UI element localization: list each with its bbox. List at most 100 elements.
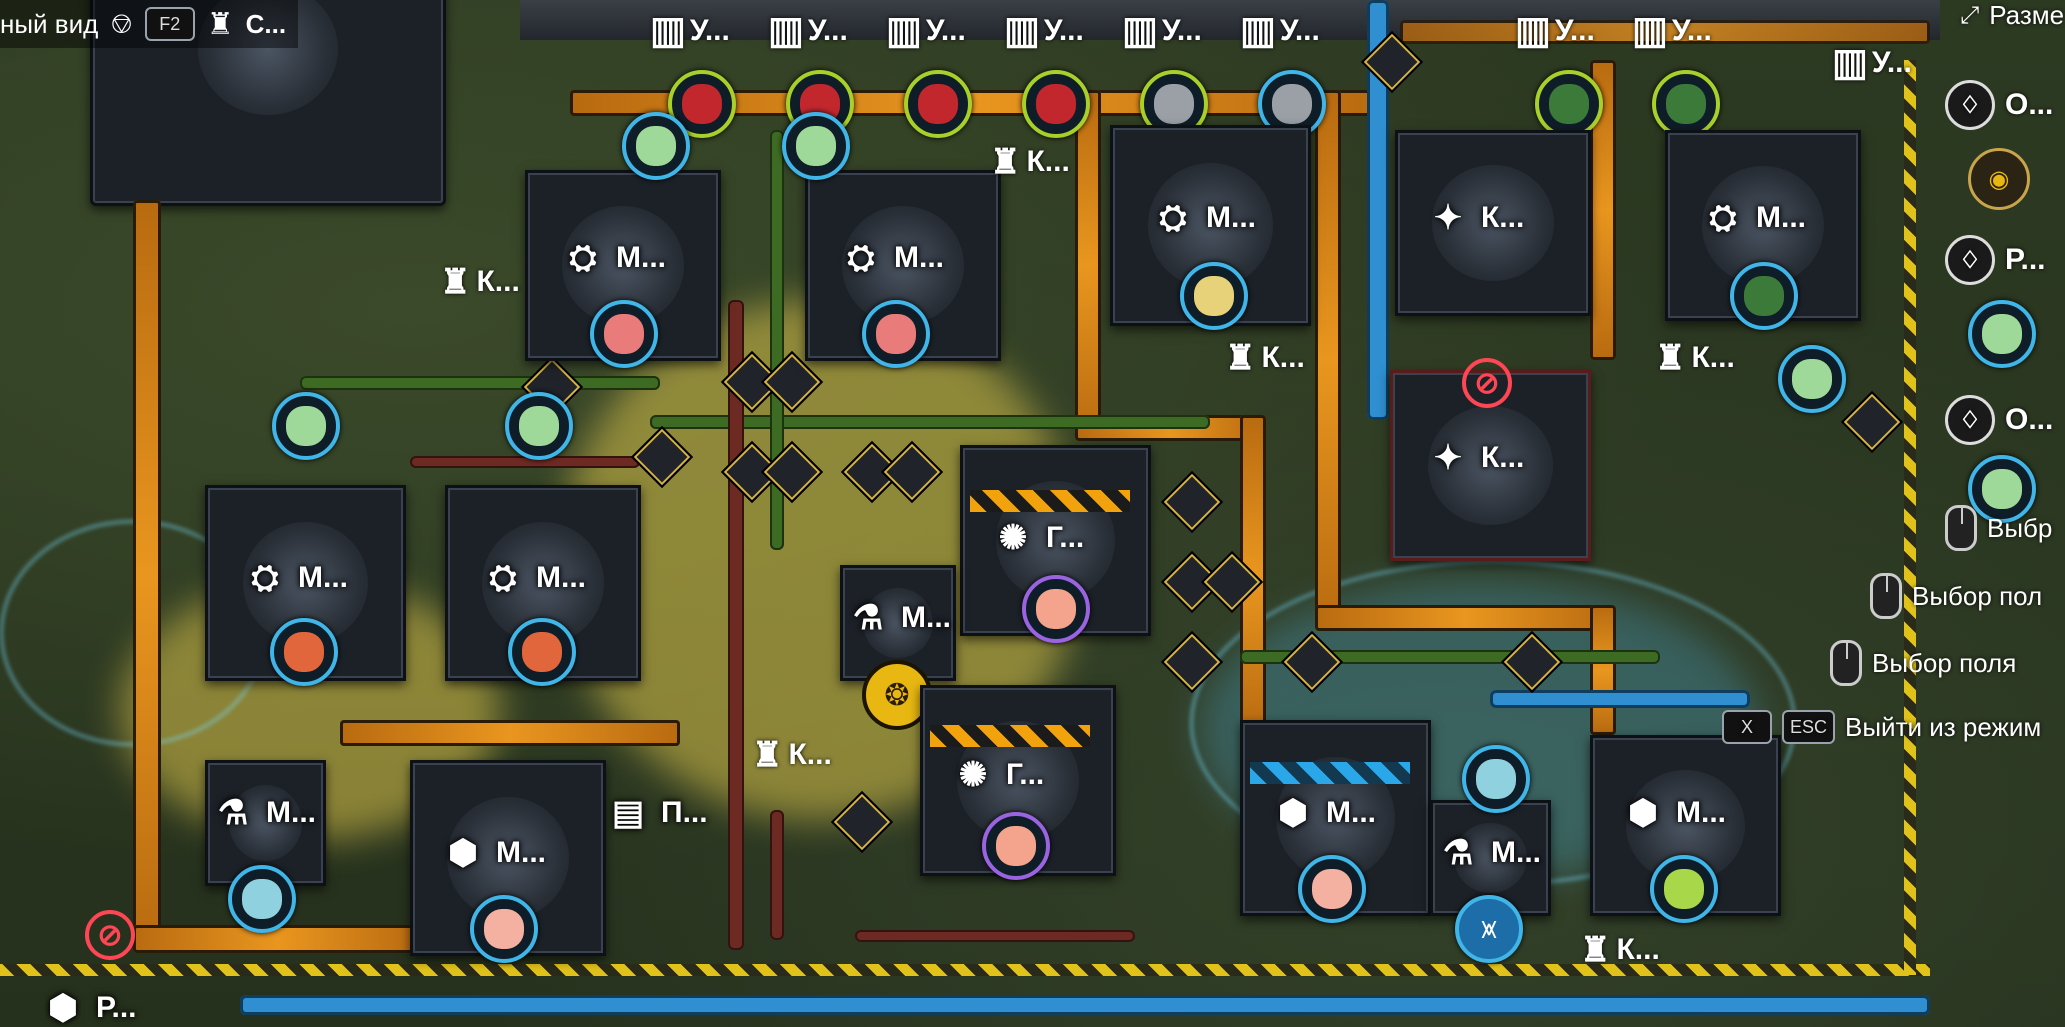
power-pole[interactable]: ♜К... xyxy=(1655,339,1735,377)
resource-slot[interactable] xyxy=(1535,70,1603,138)
power-pole[interactable]: ♜К... xyxy=(1580,931,1660,969)
fluid-pipe[interactable] xyxy=(770,130,784,550)
hint-exit: X ESC Выйти из режим xyxy=(1722,710,2041,744)
unloader[interactable]: ▥У... xyxy=(1240,10,1320,52)
conveyor-belt[interactable] xyxy=(1400,20,1930,44)
mouse-icon xyxy=(1830,640,1862,686)
power-pole[interactable]: ♜К... xyxy=(752,736,832,774)
grinder-icon: ✺ xyxy=(998,519,1028,557)
refinery-machine[interactable] xyxy=(205,485,406,681)
machine-label: ⛭М... xyxy=(1700,195,1806,241)
forbidden-icon[interactable]: ⊘ xyxy=(1462,358,1512,408)
fluid-pipe[interactable] xyxy=(650,415,1210,429)
hazard-stripe xyxy=(930,725,1090,747)
output-slot[interactable] xyxy=(1650,855,1718,923)
shredder-icon: ⬢ xyxy=(1628,794,1658,832)
fluid-pipe[interactable] xyxy=(770,810,784,940)
green-ore-icon xyxy=(519,406,559,446)
fluid-pipe[interactable] xyxy=(240,995,1930,1015)
shredder-icon: ⬢ xyxy=(1278,794,1308,832)
power-pole[interactable]: ♜К... xyxy=(1225,339,1305,377)
unloader[interactable]: ▥У... xyxy=(1832,42,1912,84)
resource-slot[interactable] xyxy=(1968,455,2036,523)
status-badge[interactable]: ⩙ xyxy=(1455,895,1523,963)
conveyor-belt[interactable] xyxy=(133,925,423,953)
output-slot[interactable] xyxy=(1730,262,1798,330)
fluid-pipe[interactable] xyxy=(1490,690,1750,708)
fuel-icon[interactable]: ◉ xyxy=(1968,148,2030,210)
grinder-icon: ✺ xyxy=(958,756,988,794)
hazard-stripe xyxy=(1250,762,1410,784)
view-mode-bar: ный вид ⎊ F2 ♜ С... xyxy=(0,0,299,48)
output-slot[interactable] xyxy=(1180,262,1248,330)
crafter-machine[interactable] xyxy=(1395,130,1591,316)
output-slot[interactable] xyxy=(228,865,296,933)
unloader[interactable]: ▥У... xyxy=(1122,10,1202,52)
unloader[interactable]: ▥У... xyxy=(768,10,848,52)
fluid-pipe[interactable] xyxy=(410,456,640,468)
machine-label: ⬢М... xyxy=(1270,790,1376,836)
fluid-pipe[interactable] xyxy=(1367,0,1389,420)
blue-ore-icon xyxy=(1476,759,1516,799)
mouse-icon xyxy=(1870,573,1902,619)
unloader[interactable]: ▥У... xyxy=(1004,10,1084,52)
refinery-machine[interactable] xyxy=(1665,130,1861,321)
pole-icon: ♜ xyxy=(1580,931,1611,969)
output-slot[interactable] xyxy=(1022,575,1090,643)
storage-icon: ▤ xyxy=(611,794,645,832)
shredder-icon: ⬢ xyxy=(48,989,78,1027)
conveyor-belt[interactable] xyxy=(340,720,680,746)
machine-label[interactable]: ⬢Р... xyxy=(40,985,136,1027)
output-slot[interactable] xyxy=(270,618,338,686)
side-item[interactable]: ♢О... xyxy=(1945,80,2053,130)
conveyor-belt[interactable] xyxy=(1315,605,1615,631)
camera-icon[interactable]: ⎊ xyxy=(110,7,133,39)
output-slot[interactable] xyxy=(508,618,576,686)
resource-slot[interactable] xyxy=(1968,300,2036,368)
conveyor-belt[interactable] xyxy=(133,200,161,950)
power-pole[interactable]: ♜К... xyxy=(990,143,1070,181)
side-item[interactable]: ♢О... xyxy=(1945,395,2053,445)
fluid-pipe[interactable] xyxy=(855,930,1135,942)
unloader[interactable]: ▥У... xyxy=(1632,10,1712,52)
hotkey-esc: ESC xyxy=(1782,710,1836,744)
input-slot[interactable] xyxy=(782,112,850,180)
green-ore-icon xyxy=(636,126,676,166)
resource-slot[interactable] xyxy=(1778,345,1846,413)
forbidden-icon[interactable]: ⊘ xyxy=(85,910,135,960)
refinery-machine[interactable] xyxy=(1110,125,1311,326)
unloader[interactable]: ▥У... xyxy=(650,10,730,52)
unloader-icon: ▥ xyxy=(1515,10,1551,52)
side-item[interactable]: ♢Р... xyxy=(1945,235,2046,285)
conveyor-belt[interactable] xyxy=(1075,90,1101,440)
pipe-junction[interactable] xyxy=(1160,470,1224,534)
hint-select-field: Выбор пол xyxy=(1870,573,2042,619)
input-slot[interactable] xyxy=(272,392,340,460)
unloader[interactable]: ▥У... xyxy=(886,10,966,52)
blue-ore-icon xyxy=(242,879,282,919)
output-slot[interactable] xyxy=(590,300,658,368)
output-slot[interactable] xyxy=(982,812,1050,880)
pipe-junction[interactable] xyxy=(1840,390,1904,454)
input-slot[interactable] xyxy=(505,392,573,460)
fluid-pipe[interactable] xyxy=(300,376,660,390)
input-slot[interactable] xyxy=(1462,745,1530,813)
unloader[interactable]: ▥У... xyxy=(1515,10,1595,52)
flask-icon: ⚗ xyxy=(1442,834,1474,872)
ruby-ore-icon xyxy=(1036,84,1076,124)
resource-slot[interactable] xyxy=(904,70,972,138)
conveyor-belt[interactable] xyxy=(1590,605,1616,735)
refinery-machine[interactable] xyxy=(805,170,1001,361)
conveyor-belt[interactable] xyxy=(1315,90,1341,630)
power-pole[interactable]: ♜К... xyxy=(440,263,520,301)
unloader-icon: ▥ xyxy=(1004,10,1040,52)
resource-slot[interactable] xyxy=(1652,70,1720,138)
output-slot[interactable] xyxy=(862,300,930,368)
input-slot[interactable] xyxy=(622,112,690,180)
output-slot[interactable] xyxy=(470,895,538,963)
resource-slot[interactable] xyxy=(1022,70,1090,138)
size-label[interactable]: ⤢ Разме xyxy=(1960,0,2065,30)
output-slot[interactable] xyxy=(1298,855,1366,923)
storage-label[interactable]: ▤П... xyxy=(605,790,708,836)
